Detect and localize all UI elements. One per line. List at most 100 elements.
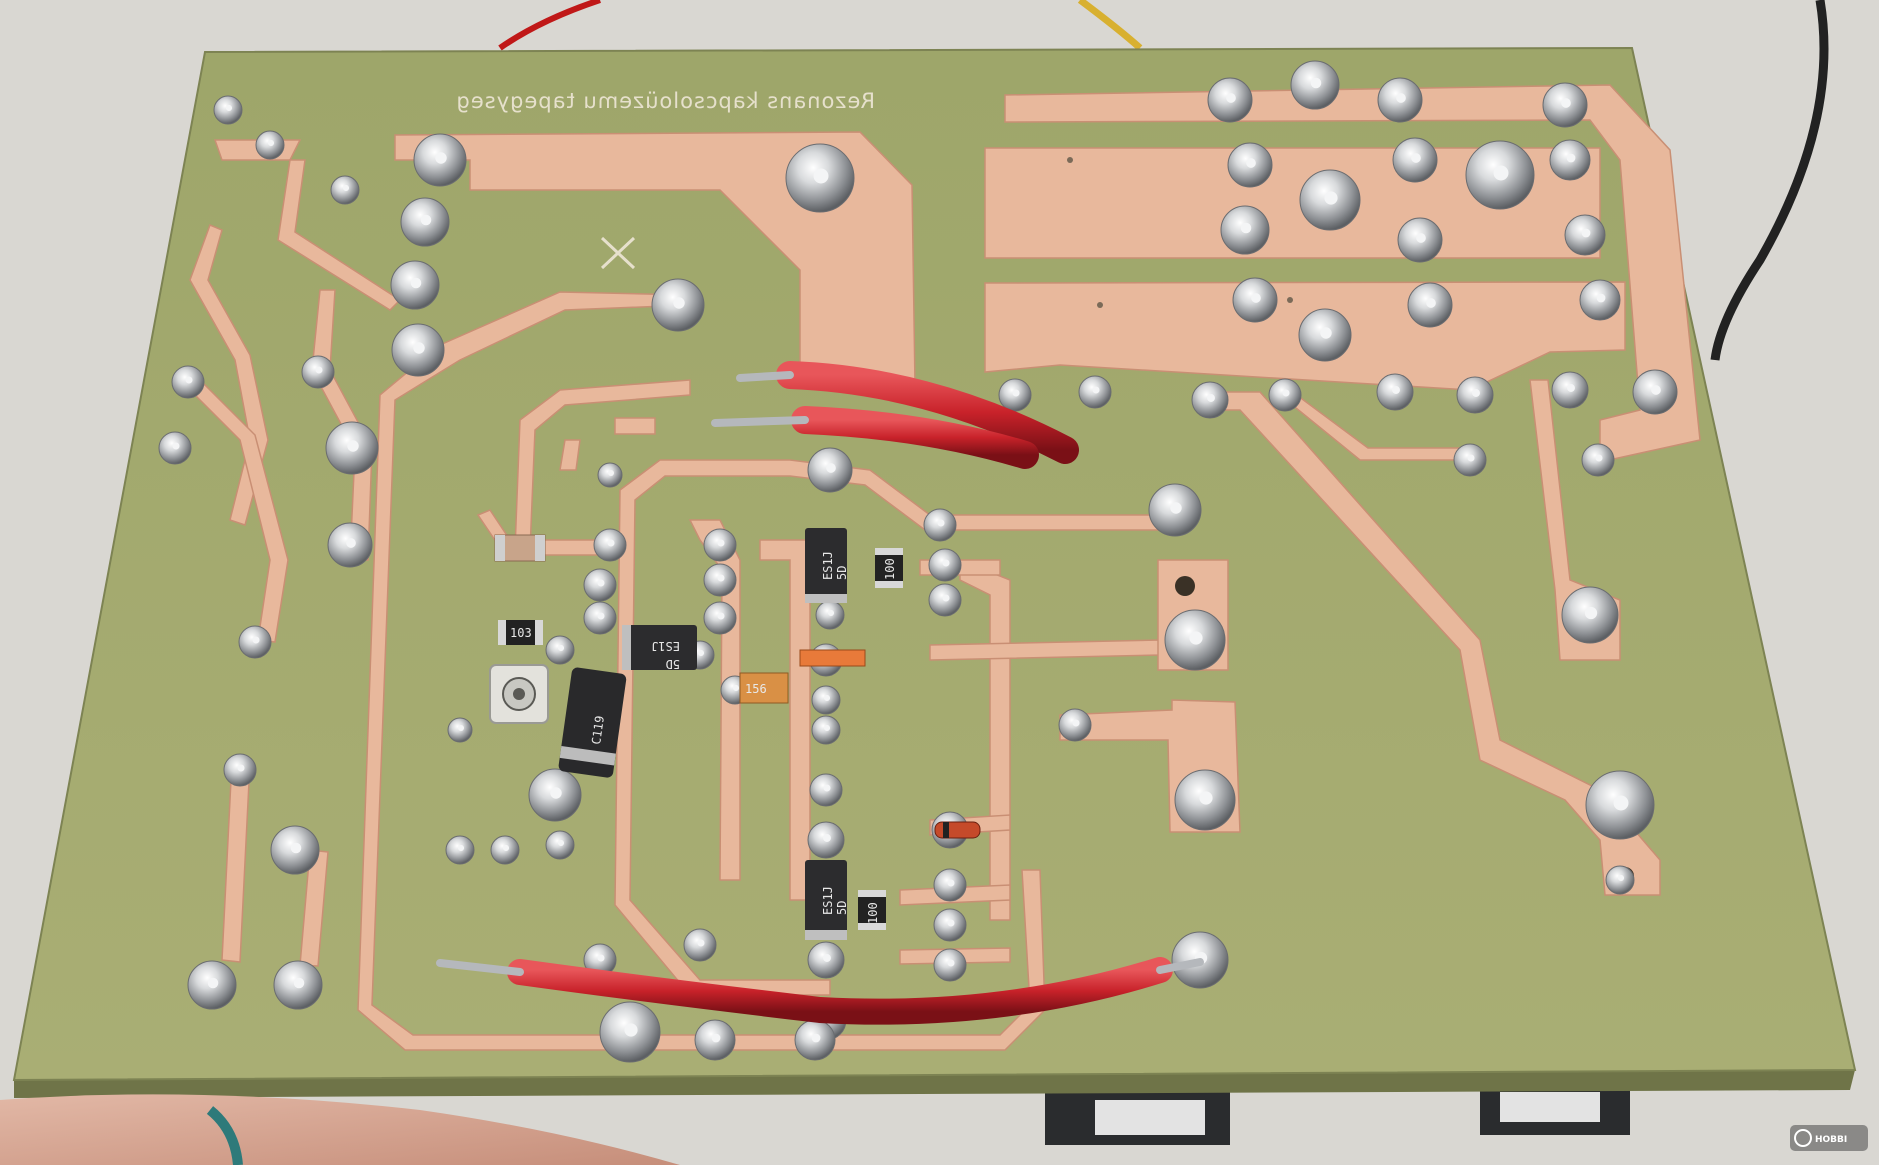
solder-joint-highlight <box>1189 631 1203 645</box>
solder-joint-highlight <box>711 1033 721 1043</box>
smd-diode-large-code: C119 <box>589 715 607 746</box>
copper-trace-diagonal <box>1219 391 1661 896</box>
solder-joint-highlight <box>1493 165 1509 181</box>
jumper-wires <box>436 361 1204 1025</box>
solder-joint-highlight <box>673 297 685 309</box>
solder-joint-highlight <box>1596 293 1606 303</box>
solder-joint-highlight <box>172 442 180 450</box>
solder-joint-highlight <box>1584 606 1598 620</box>
solder-joint-highlight <box>207 977 219 989</box>
silkscreen-title: Rezonans kapcsoloüzemu tapegyseg <box>455 89 875 113</box>
solder-joint-highlight <box>1472 389 1480 397</box>
smd-diode-top: ES1J 5D <box>805 528 849 603</box>
smd-resistor-c-code: 103 <box>510 626 532 640</box>
pcb-board-edge <box>14 1070 1855 1098</box>
solder-joint-highlight <box>557 839 565 847</box>
solder-joint-highlight <box>597 612 605 620</box>
solder-joint-highlight <box>942 559 950 567</box>
solder-joint-highlight <box>811 1033 821 1043</box>
solder-joint-highlight <box>1226 93 1236 103</box>
solder-joint-highlight <box>1324 191 1338 205</box>
solder-joint-highlight <box>827 609 835 617</box>
solder-joint-highlight <box>942 594 950 602</box>
solder-joint-highlight <box>290 842 302 854</box>
copper-pad-inner-stub <box>559 439 581 471</box>
solder-joint-highlight <box>293 977 305 989</box>
solder-joint-highlight <box>1651 385 1661 395</box>
solder-joint-highlight <box>225 104 233 112</box>
solder-joint-highlight <box>607 539 615 547</box>
solder-joint-highlight <box>1310 77 1322 89</box>
solder-joint-highlight <box>732 684 740 692</box>
solder-joint-highlight <box>1012 389 1020 397</box>
copper-trace-right-vertical <box>1529 379 1621 661</box>
solder-joint-highlight <box>697 649 705 657</box>
copper-trace-center-big <box>614 459 1171 996</box>
solder-joint-highlight <box>1613 795 1629 811</box>
solder-joint-highlight <box>947 879 955 887</box>
smd-diode-mid: ES1J 5D <box>622 625 697 671</box>
solder-joint-highlight <box>1207 394 1215 402</box>
smd-resistor-a-code: 100 <box>883 558 897 580</box>
solder-joint-highlight <box>1617 874 1625 882</box>
solder-joint-highlight <box>937 519 945 527</box>
solder-joint-highlight <box>342 184 350 192</box>
solder-joint-highlight <box>1170 502 1182 514</box>
solder-joint-highlight <box>435 152 447 164</box>
jumper-wire-top-1 <box>776 361 1079 464</box>
watermark-logo: HOBBI <box>1790 1125 1868 1151</box>
silkscreen-x-mark <box>600 236 636 270</box>
solder-joints <box>158 60 1678 1063</box>
smd-diode-orange <box>799 649 866 667</box>
cable-yellow-background <box>1077 0 1143 51</box>
solder-joint-highlight <box>717 539 725 547</box>
smd-resistor-c: 103 <box>498 620 543 645</box>
cable-red-background <box>498 0 601 51</box>
smd-diode-mid-sub: 5D <box>666 657 680 671</box>
cable-teal-foreground <box>206 1106 243 1165</box>
solder-joint-highlight <box>1567 384 1575 392</box>
solder-joint-highlight <box>1426 298 1436 308</box>
solder-joint-highlight <box>252 636 260 644</box>
solder-joint-highlight <box>823 784 831 792</box>
solder-joint-highlight <box>1072 719 1080 727</box>
smd-resistor-b: 100 <box>858 890 886 930</box>
solder-joint-highlight <box>947 959 955 967</box>
smd-diode-top-code: ES1J <box>821 551 835 580</box>
cable-black-background <box>1710 0 1829 361</box>
solder-joint-highlight <box>947 919 955 927</box>
solder-joint-highlight <box>1392 386 1400 394</box>
solder-joint-highlight <box>697 939 705 947</box>
solder-joint-highlight <box>1396 93 1406 103</box>
smd-diode-top-sub: 5D <box>835 566 849 580</box>
solder-joint-highlight <box>1581 228 1591 238</box>
solder-joint-highlight <box>550 787 562 799</box>
solder-joint-highlight <box>1416 233 1426 243</box>
solder-joint-highlight <box>346 538 356 548</box>
smd-tantalum-code: 156 <box>745 682 767 696</box>
solder-joint-highlight <box>1282 389 1290 397</box>
smd-capacitor-ceramic-end-left <box>495 535 505 561</box>
solder-joint-highlight <box>823 694 831 702</box>
solder-joint-highlight <box>624 1023 638 1037</box>
smd-tantalum-capacitor: 156 <box>739 672 789 704</box>
smd-diode-bottom-code: ES1J <box>821 886 835 915</box>
solder-joint-highlight <box>185 376 193 384</box>
smd-capacitor-ceramic-end-right <box>535 535 545 561</box>
solder-joint-highlight <box>413 342 425 354</box>
trimmer-potentiometer <box>489 664 549 724</box>
connector-metal-right <box>1500 1092 1600 1122</box>
solder-joint-highlight <box>1566 153 1576 163</box>
solder-joint-highlight <box>458 725 464 731</box>
solder-joint-highlight <box>1199 791 1213 805</box>
solder-joint-highlight <box>1320 327 1332 339</box>
smd-resistor-a: 100 <box>875 548 903 588</box>
solder-joint-highlight <box>267 139 275 147</box>
jumper-wire-top-2 <box>791 406 1039 469</box>
solder-joint-highlight <box>717 612 725 620</box>
solder-joint-highlight <box>1411 153 1421 163</box>
solder-joint-highlight <box>1595 454 1603 462</box>
smd-diode-glass <box>934 821 981 839</box>
solder-joint-highlight <box>1251 293 1261 303</box>
